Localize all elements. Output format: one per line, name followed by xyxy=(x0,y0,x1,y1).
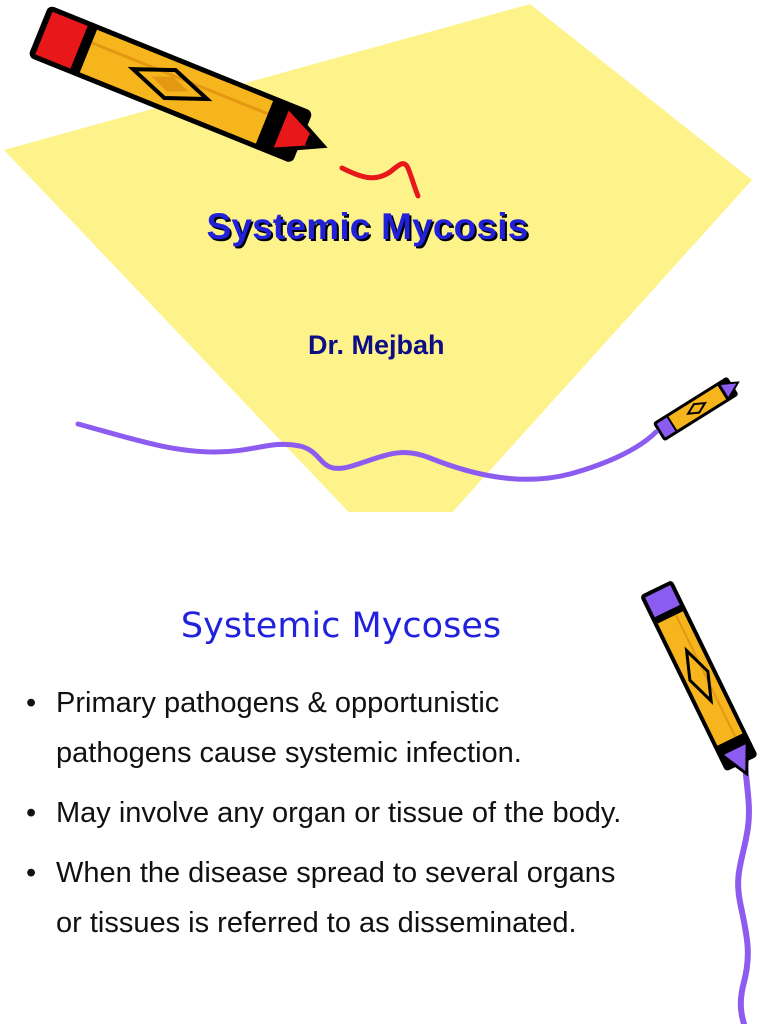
red-squiggle xyxy=(339,161,421,199)
bullet-marker: • xyxy=(26,857,37,889)
bullet-text-line: May involve any organ or tissue of the b… xyxy=(56,797,622,829)
slide-title: Systemic Mycoses xyxy=(180,606,502,646)
yellow-diamond-shape xyxy=(4,4,752,512)
purple-squiggle xyxy=(735,739,752,1024)
bullet-list: • Primary pathogens & opportunistic path… xyxy=(26,678,736,958)
slide-subtitle: Dr. Mejbah xyxy=(308,330,445,360)
bullet-item: • May involve any organ or tissue of the… xyxy=(26,788,736,838)
bullet-item: • Primary pathogens & opportunistic path… xyxy=(26,678,736,778)
content-slide: Systemic Mycoses • Primary pathogens & o… xyxy=(0,512,768,1024)
title-slide: Systemic Mycosis Dr. Mejbah xyxy=(4,4,752,512)
bullet-marker: • xyxy=(26,687,37,719)
bullet-text-line: pathogens cause systemic infection. xyxy=(56,737,522,769)
pencil-icon xyxy=(29,6,328,162)
slide-title: Systemic Mycosis xyxy=(206,206,529,247)
purple-squiggle xyxy=(75,421,659,482)
bullet-marker: • xyxy=(26,797,37,829)
bullet-text-line: or tissues is referred to as disseminate… xyxy=(56,907,577,939)
slide-artwork xyxy=(4,4,752,512)
pencil-icon xyxy=(641,581,757,777)
slide-artwork xyxy=(641,581,757,1024)
bullet-item: • When the disease spread to several org… xyxy=(26,848,736,948)
pencil-icon xyxy=(653,377,740,441)
bullet-text-line: When the disease spread to several organ… xyxy=(56,857,616,889)
bullet-text-line: Primary pathogens & opportunistic xyxy=(56,687,500,719)
